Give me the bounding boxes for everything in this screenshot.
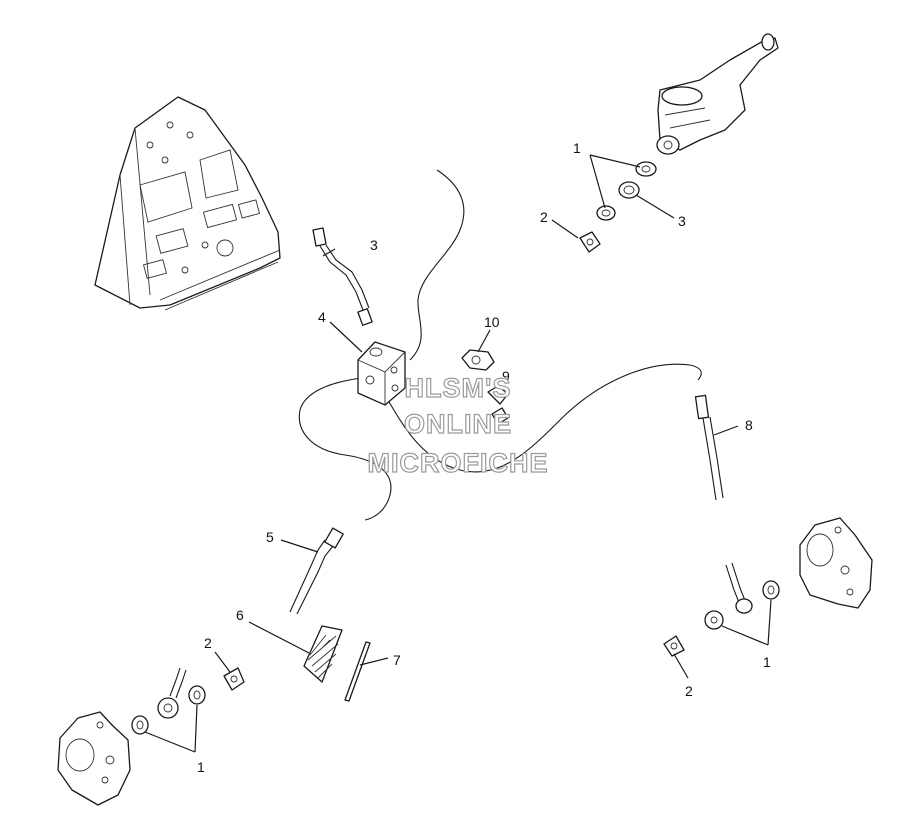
- callout-3-hose: 3: [370, 237, 378, 253]
- callout-2-left: 2: [204, 635, 212, 651]
- watermark-line-2: ONLINE: [404, 409, 512, 439]
- banjo-bolt-top: [579, 231, 601, 253]
- watermark: HLSM'S ONLINE MICROFICHE: [367, 372, 549, 478]
- caliper-left: [57, 667, 245, 806]
- master-cylinder-lever: [656, 33, 779, 155]
- callout-1-left: 1: [197, 759, 205, 775]
- callout-3-top: 3: [678, 213, 686, 229]
- junction-block: [357, 341, 406, 406]
- watermark-line-3: MICROFICHE: [368, 448, 549, 478]
- brake-hose-left: [289, 527, 344, 615]
- callout-5: 5: [266, 529, 274, 545]
- callout-8: 8: [745, 417, 753, 433]
- callout-labels: 1 2 3 3 4 10 9 8 5 6 7 2 1 1 2: [197, 140, 771, 775]
- callout-6: 6: [236, 607, 244, 623]
- leader-lines: [144, 154, 772, 753]
- brake-hose-right: [694, 394, 753, 614]
- brake-hose-upper: [312, 227, 373, 326]
- washer-top-1: [635, 161, 657, 177]
- watermark-line-1: HLSM'S: [405, 373, 512, 403]
- callout-2-right: 2: [685, 683, 693, 699]
- callout-2-top: 2: [540, 209, 548, 225]
- frame-bracket: [94, 96, 281, 311]
- part-9: [487, 385, 509, 405]
- callout-7: 7: [393, 652, 401, 668]
- callout-1-top: 1: [573, 140, 581, 156]
- part-10: [461, 349, 495, 371]
- banjo-top: [618, 181, 640, 199]
- fitting-parts: [461, 349, 509, 425]
- callout-10: 10: [484, 314, 500, 330]
- brake-lines: [298, 169, 702, 521]
- callout-9: 9: [502, 368, 510, 384]
- top-hardware: [579, 161, 657, 253]
- callout-4: 4: [318, 309, 326, 325]
- callout-1-right: 1: [763, 654, 771, 670]
- washer-top-2: [596, 205, 616, 221]
- caliper-right: [663, 517, 873, 657]
- spring-and-pin: [303, 625, 371, 702]
